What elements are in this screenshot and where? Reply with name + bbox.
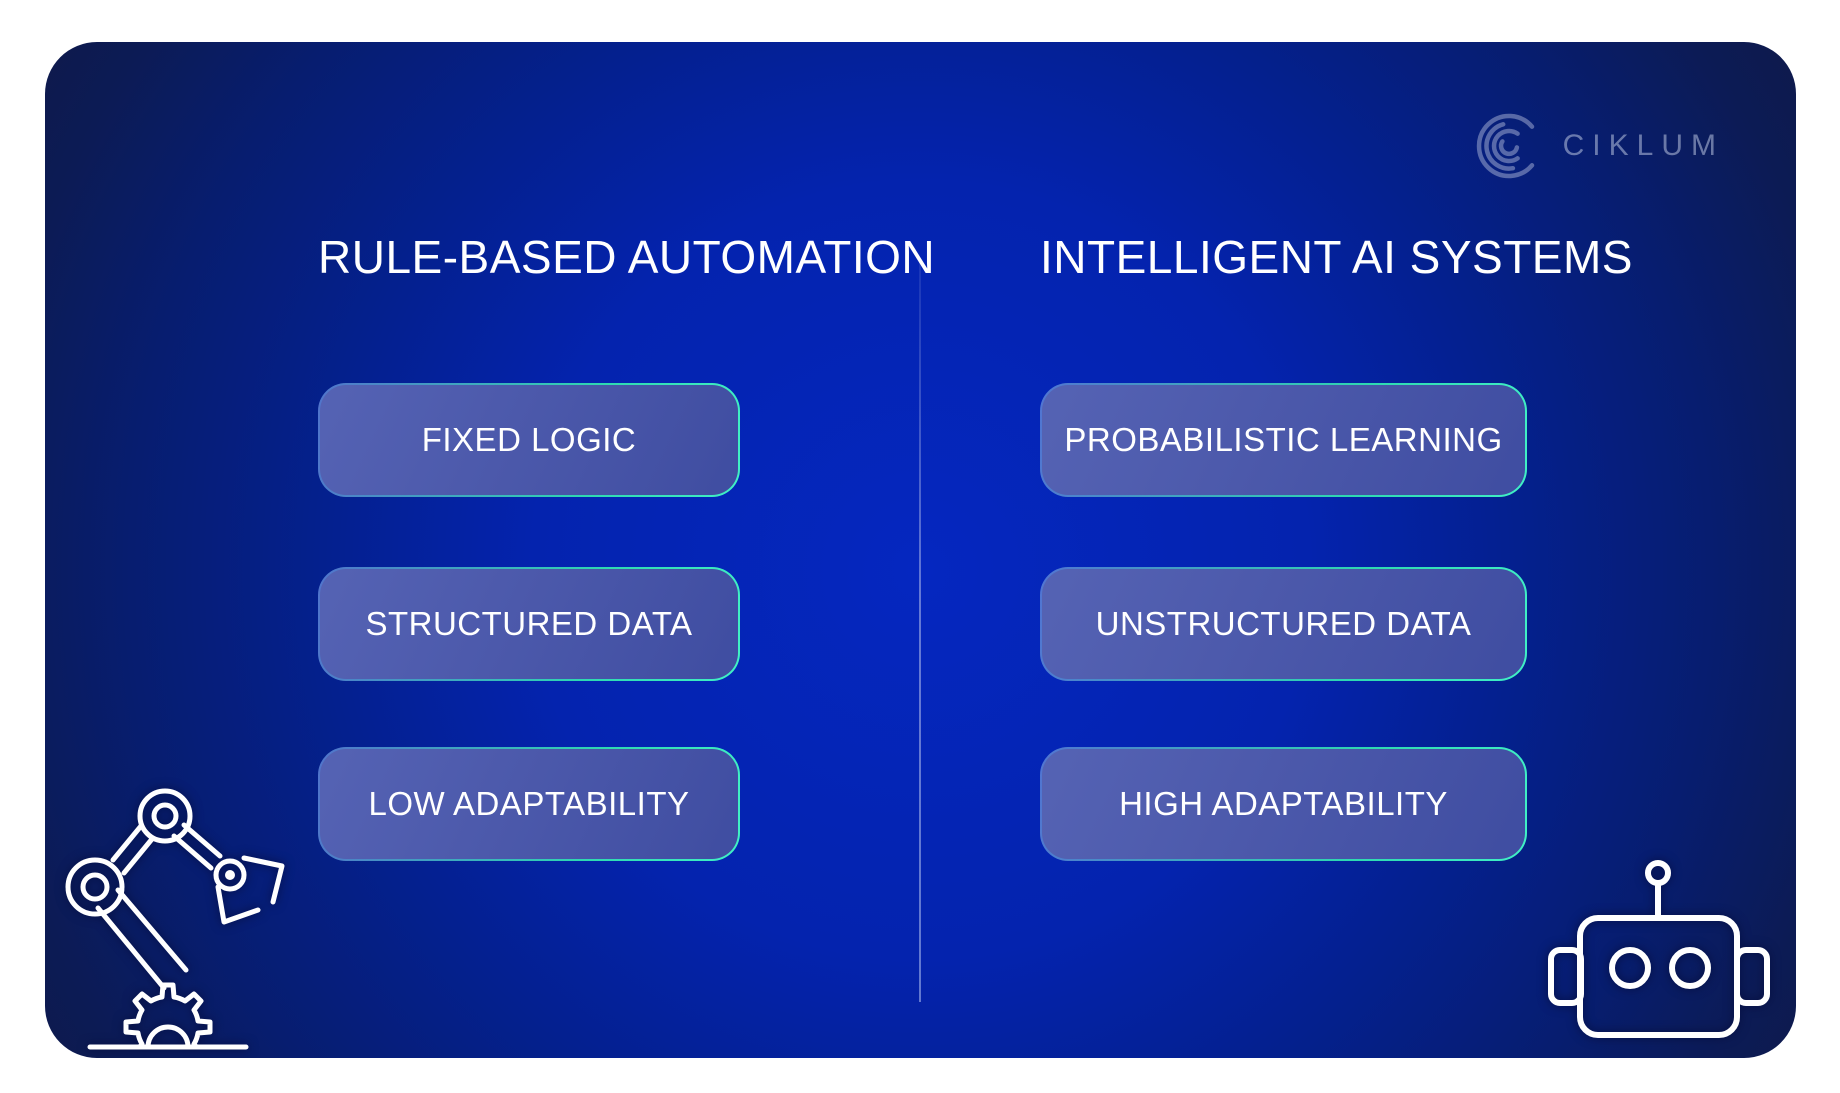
feature-pill-fixed-logic: FIXED LOGIC [318, 383, 740, 497]
feature-pill-surface: LOW ADAPTABILITY [320, 749, 738, 859]
feature-pill-high-adaptability: HIGH ADAPTABILITY [1040, 747, 1527, 861]
brand: CIKLUM [1475, 112, 1724, 180]
feature-pill-structured-data: STRUCTURED DATA [318, 567, 740, 681]
feature-pill-low-adaptability: LOW ADAPTABILITY [318, 747, 740, 861]
column-divider [919, 262, 921, 1002]
right-column-title: INTELLIGENT AI SYSTEMS [1040, 231, 1633, 283]
pill-label: LOW ADAPTABILITY [368, 785, 690, 822]
feature-pill-surface: PROBABILISTIC LEARNING [1042, 385, 1525, 495]
feature-pill-probabilistic-learning: PROBABILISTIC LEARNING [1040, 383, 1527, 497]
feature-pill-surface: STRUCTURED DATA [320, 569, 738, 679]
feature-pill-surface: HIGH ADAPTABILITY [1042, 749, 1525, 859]
feature-pill-surface: FIXED LOGIC [320, 385, 738, 495]
robot-head-icon [1545, 854, 1773, 1046]
feature-pill-unstructured-data: UNSTRUCTURED DATA [1040, 567, 1527, 681]
left-column-title: RULE-BASED AUTOMATION [318, 231, 936, 283]
pill-label: UNSTRUCTURED DATA [1095, 605, 1472, 642]
pill-label: STRUCTURED DATA [365, 605, 693, 642]
ciklum-spiral-icon [1475, 112, 1543, 180]
pill-label: PROBABILISTIC LEARNING [1064, 421, 1503, 458]
pill-label: FIXED LOGIC [421, 421, 637, 458]
feature-pill-surface: UNSTRUCTURED DATA [1042, 569, 1525, 679]
robot-arm-icon [60, 742, 305, 1058]
pill-label: HIGH ADAPTABILITY [1119, 785, 1448, 822]
comparison-panel: CIKLUM RULE-BASED AUTOMATION INTELLIGENT… [45, 42, 1796, 1058]
brand-name: CIKLUM [1562, 129, 1724, 162]
